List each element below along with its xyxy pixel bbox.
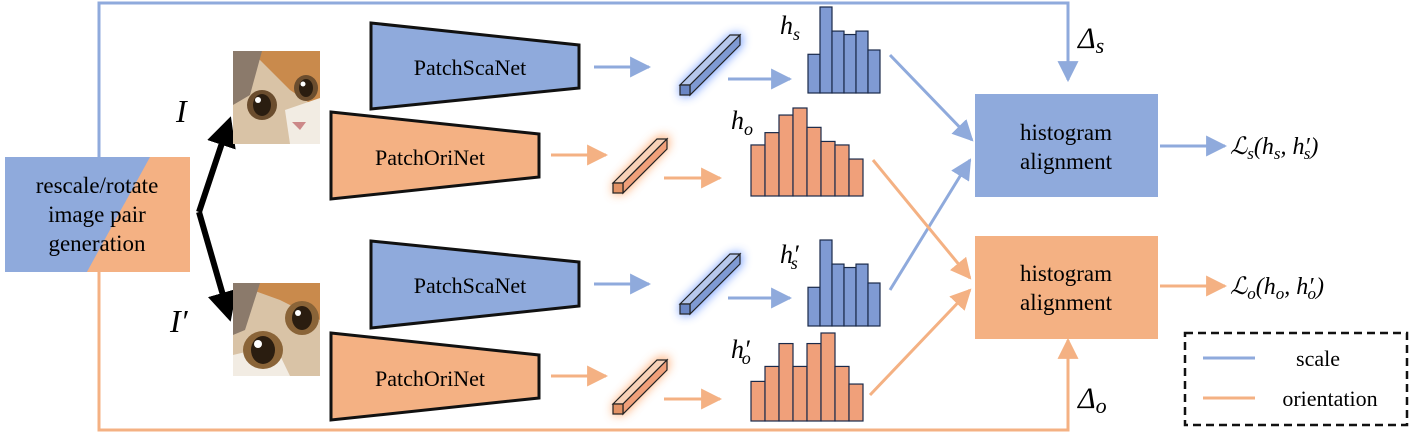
label-hs-bottom: h′s (780, 240, 799, 273)
histogram-bar (831, 30, 845, 94)
scale-feedback-line (97, 1, 1079, 157)
feature-vector-ori-bottom (611, 356, 669, 416)
histogram-bar (806, 126, 822, 197)
histogram-bar (820, 332, 836, 422)
histogram-bar (831, 263, 845, 327)
source-box: rescale/rotate image pair generation (5, 157, 190, 272)
histogram-bar (867, 49, 881, 94)
histogram-bar (848, 383, 864, 422)
loss-orientation: ℒo(ho, h′o) (1230, 274, 1324, 303)
source-line-2: image pair (48, 202, 146, 227)
loss-scale: ℒs(hs, h′s) (1230, 134, 1318, 163)
histogram-bar (764, 365, 780, 422)
label-ho-top: ho (731, 106, 753, 139)
histogram-bar (848, 158, 864, 197)
histogram-bar (764, 132, 780, 197)
arrow-ho-top-to-ori-align (871, 159, 972, 280)
histogram-bar (792, 107, 808, 197)
histogram-bar (867, 282, 881, 327)
legend-orientation-label: orientation (1282, 386, 1377, 411)
histogram-bar (792, 365, 808, 422)
histogram-bar (807, 53, 821, 94)
scale-alignment-line-2: alignment (1020, 149, 1113, 174)
label-ho-bottom: h′o (731, 335, 751, 368)
legend: scale orientation (1183, 331, 1409, 427)
patch-orinet-bottom-label: PatchOriNet (375, 366, 485, 391)
histogram-scale-bottom (807, 239, 881, 327)
source-line-3: generation (48, 231, 146, 256)
histogram-bar (778, 342, 794, 422)
histogram-bar (843, 33, 857, 94)
ori-alignment-line-2: alignment (1020, 290, 1113, 315)
histogram-bar (843, 266, 857, 327)
histogram-bar (834, 365, 850, 422)
arrow-hs-top-to-scale-align (888, 53, 974, 142)
histogram-bar (834, 144, 850, 197)
patch-orinet-top-label: PatchOriNet (375, 145, 485, 170)
scale-alignment-box: histogram alignment (975, 94, 1158, 197)
histogram-bar (855, 263, 869, 327)
histogram-bar (778, 114, 794, 197)
delta-scale: Δs (1077, 22, 1104, 58)
histogram-bar (855, 30, 869, 94)
source-line-1: rescale/rotate (36, 173, 159, 198)
image-label-bottom: I′ (169, 303, 189, 339)
histogram-bar (806, 342, 822, 422)
patch-scanet-bottom-label: PatchScaNet (414, 273, 526, 298)
histogram-bar (750, 144, 766, 197)
histogram-bar (750, 380, 766, 422)
image-label-top: I (175, 93, 188, 129)
scale-alignment-line-1: histogram (1020, 120, 1112, 145)
cat-image-top (233, 51, 320, 144)
delta-orientation: Δo (1077, 382, 1107, 418)
feature-vector-scale-top (678, 33, 742, 97)
split-arrow-top (196, 116, 236, 213)
feature-vector-ori-top (611, 135, 669, 195)
patch-scanet-top: PatchScaNet (369, 21, 581, 111)
ori-alignment-line-1: histogram (1020, 261, 1112, 286)
arrow-hs-bottom-to-scale-align (888, 158, 972, 291)
arrow-ho-bottom-to-ori-align (868, 288, 972, 397)
histogram-ori-top (750, 107, 864, 197)
patch-orinet-top: PatchOriNet (329, 110, 541, 201)
cat-image-bottom (233, 283, 320, 376)
patch-scanet-top-label: PatchScaNet (414, 55, 526, 80)
orientation-alignment-box: histogram alignment (975, 236, 1158, 339)
histogram-bar (820, 140, 836, 197)
patch-orinet-bottom: PatchOriNet (329, 331, 541, 422)
histogram-scale-top (807, 6, 881, 94)
histogram-bar (807, 286, 821, 327)
orientation-feedback-line (97, 272, 1079, 432)
label-hs-top: hs (780, 11, 800, 44)
feature-vector-scale-bottom (678, 252, 742, 316)
legend-scale-label: scale (1296, 346, 1340, 371)
histogram-bar (819, 6, 833, 94)
histogram-bar (819, 239, 833, 327)
histogram-ori-bottom (750, 332, 864, 422)
patch-scanet-bottom: PatchScaNet (369, 239, 581, 330)
split-arrow-bottom (196, 211, 237, 322)
